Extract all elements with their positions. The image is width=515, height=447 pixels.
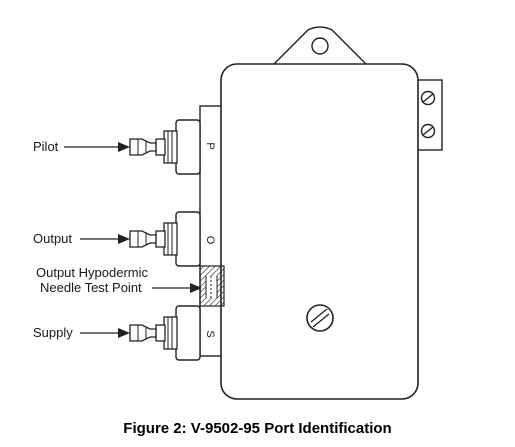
pilot-arrow: [64, 142, 130, 152]
output-arrow: [80, 234, 130, 244]
output-label: Output: [33, 231, 73, 246]
top-mounting-tab: [271, 26, 369, 67]
pilot-fitting: [129, 119, 201, 175]
pilot-label: Pilot: [33, 139, 59, 154]
supply-arrow: [80, 328, 130, 338]
figure-caption: Figure 2: V-9502-95 Port Identification: [123, 420, 392, 437]
hypodermic-label-line1: Output Hypodermic: [36, 265, 148, 280]
hypodermic-test-point: [199, 265, 225, 307]
top-mounting-hole: [311, 37, 329, 55]
terminal-screw-lower: [420, 123, 436, 139]
supply-fitting: [129, 305, 201, 361]
port-letter-s: S: [204, 330, 216, 337]
cover-screw: [306, 304, 334, 332]
output-fitting: [129, 211, 201, 267]
terminal-screw-upper: [420, 90, 436, 106]
supply-label: Supply: [33, 325, 73, 340]
port-letter-o: O: [204, 236, 216, 245]
device-housing: [220, 63, 419, 400]
port-letter-p: P: [204, 142, 216, 149]
hypodermic-arrow: [152, 283, 202, 293]
hypodermic-label-line2: Needle Test Point: [40, 280, 142, 295]
